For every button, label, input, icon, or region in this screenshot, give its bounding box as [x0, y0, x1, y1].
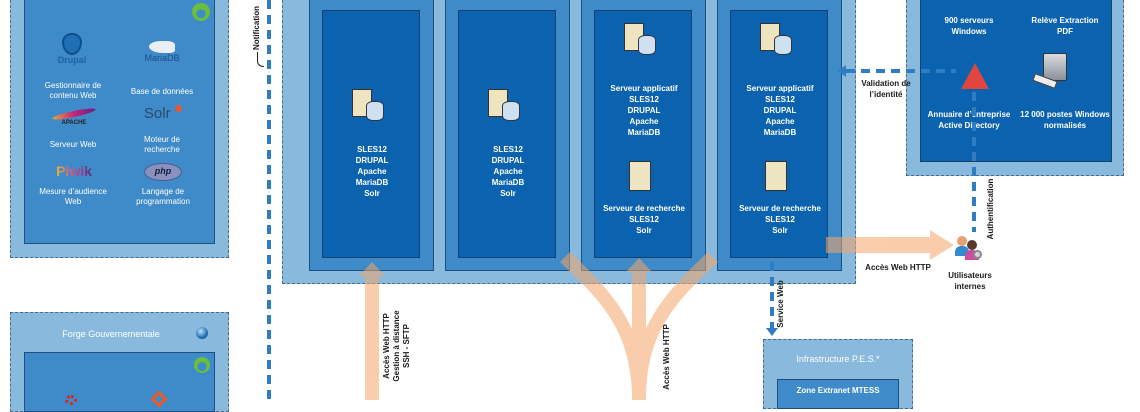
piwik-logo: Piwik — [39, 163, 109, 181]
apache-logo: APACHE — [39, 106, 109, 126]
right-access-arrowhead — [930, 230, 954, 260]
magnifier-icon — [973, 250, 982, 259]
mariadb-label: Base de données — [130, 87, 194, 96]
server-db-icon — [758, 21, 798, 59]
drupal-label: Gestionnaire de contenu Web — [44, 81, 102, 100]
users-label: Utilisateurs internes — [948, 271, 992, 291]
mid-access-arrow-right — [632, 252, 718, 400]
piwik-wordmark: Piwik — [56, 163, 92, 179]
server-db-icon — [622, 21, 662, 59]
seal-icon — [149, 41, 175, 53]
access-arrows — [359, 230, 954, 400]
php-badge: php — [144, 163, 182, 181]
solr-logo: Solr — [135, 105, 191, 123]
search-server-icon — [763, 159, 803, 197]
left-stack-panel: Drupal Gestionnaire de contenu Web Maria… — [24, 0, 215, 244]
server-db-icon — [350, 87, 390, 125]
service-web-label: Service Web — [776, 280, 785, 328]
notification-arrow-icon — [257, 52, 264, 67]
open-source-icon — [194, 357, 210, 373]
globe-icon — [196, 327, 208, 339]
drupal-wordmark: Drupal — [57, 55, 87, 65]
validation-label: Validation de l’identité — [861, 79, 911, 99]
apache-label: Serveur Web — [49, 140, 97, 149]
mid-access-label: Accès Web HTTP — [662, 324, 671, 390]
sun-icon — [175, 105, 183, 112]
right-access-arrow — [826, 237, 936, 253]
windows-servers-label: 900 serveurs Windows — [944, 16, 994, 36]
authentification-label: Authentification — [986, 178, 995, 240]
validation-arrowhead-icon — [838, 65, 846, 77]
apache-wordmark: APACHE — [61, 120, 87, 126]
service-web-arrowhead-icon — [766, 328, 778, 336]
workstations-label: 12 000 postes Windows normalisés — [1020, 110, 1110, 130]
solr-label: Moteur de recherche — [143, 135, 181, 154]
pes-title: Infrastructure P.E.S.* — [796, 354, 880, 364]
piwik-label: Mesure d’audience Web — [39, 187, 107, 206]
server-db-icon — [486, 87, 526, 125]
php-logo: php — [143, 163, 183, 181]
forge-title: Forge Gouvernementale — [62, 329, 160, 339]
pdf-extraction-label: Relève Extraction PDF — [1031, 16, 1099, 36]
open-source-icon — [192, 3, 210, 21]
left-access-arrowhead — [359, 262, 385, 276]
left-access-arrow — [365, 275, 379, 400]
active-directory-label: Annuaire d’entreprise Active Directory — [927, 110, 1011, 130]
windows-panel: 900 serveurs Windows Relève Extraction P… — [920, 0, 1112, 162]
active-directory-icon — [961, 63, 989, 89]
workstation-icon — [1043, 53, 1067, 81]
users-icon — [955, 236, 985, 266]
validation-line — [846, 69, 956, 73]
notification-line — [267, 0, 271, 400]
pes-zone-box: Zone Extranet MTESS — [777, 379, 899, 409]
extranet-zone-label: Zone Extranet MTESS — [796, 386, 880, 395]
mariadb-logo: MariaDB — [125, 41, 199, 63]
drupal-icon — [62, 33, 82, 55]
right-access-label: Accès Web HTTP — [865, 263, 931, 272]
search-server-icon — [627, 159, 667, 197]
drupal-logo: Drupal — [35, 33, 109, 65]
authentification-line — [972, 92, 976, 232]
mid-access-arrowhead-center — [626, 258, 652, 272]
service-web-line — [770, 262, 774, 328]
php-label: Langage de programmation — [136, 187, 190, 206]
solr-wordmark: Solr — [143, 105, 171, 122]
mariadb-wordmark: MariaDB — [144, 53, 180, 63]
